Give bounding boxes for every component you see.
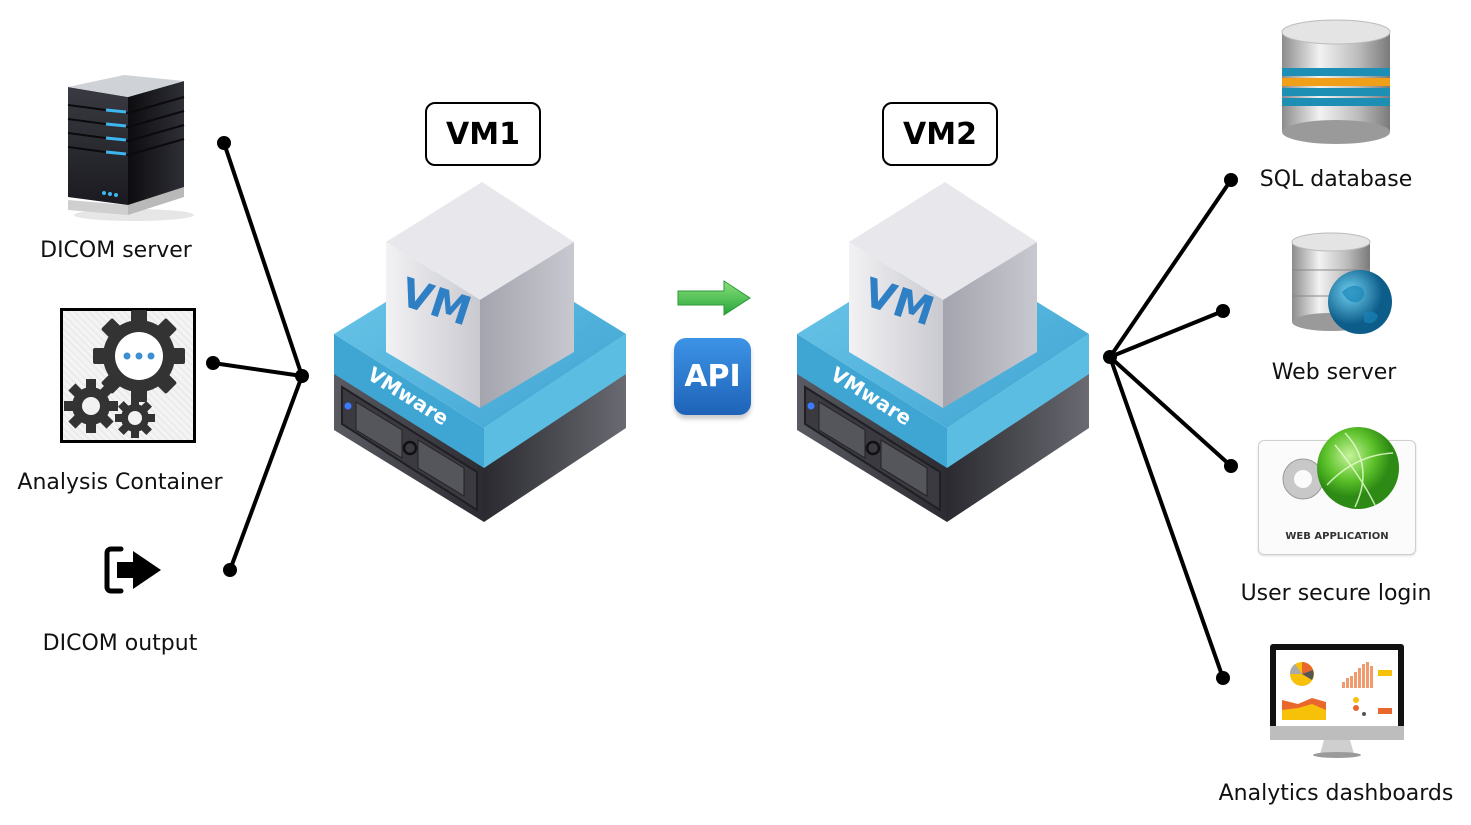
web-application-caption: WEB APPLICATION [1285, 531, 1389, 542]
connector-dicom-output [228, 374, 304, 572]
analysis-container-label: Analysis Container [17, 470, 223, 495]
endpoint-dot [217, 136, 231, 150]
endpoint-dot [1216, 304, 1230, 318]
vm2-title: VM2 [882, 102, 998, 166]
hub-dot-left [295, 369, 309, 383]
endpoint-dot [1224, 173, 1238, 187]
monitor-dashboard-icon [1270, 644, 1404, 758]
analytics-dashboards-label: Analytics dashboards [1218, 781, 1454, 806]
connector-web-server [1108, 309, 1225, 359]
dicom-server-label: DICOM server [40, 238, 192, 263]
web-application-icon: WEB APPLICATION [1258, 427, 1416, 555]
database-globe-icon [1291, 232, 1392, 334]
api-badge-icon: API [674, 338, 751, 415]
gears-icon [60, 308, 196, 443]
endpoint-dot [1224, 459, 1238, 473]
database-icon [1281, 19, 1391, 144]
vm1-title: VM1 [425, 102, 541, 166]
endpoint-dot [223, 563, 237, 577]
connector-analysis-container [211, 361, 304, 378]
connector-analytics-dashboards [1108, 355, 1225, 680]
connector-sql-database [1108, 178, 1233, 359]
connector-user-secure-login [1108, 355, 1233, 468]
export-arrow-icon [104, 546, 161, 594]
dicom-output-label: DICOM output [42, 631, 198, 656]
endpoint-dot [1216, 671, 1230, 685]
server-tower-icon [67, 75, 194, 221]
user-secure-login-label: User secure login [1240, 581, 1432, 606]
connector-dicom-server [222, 141, 304, 378]
vmware-server-icon: VMware VM [797, 182, 1089, 522]
sql-database-label: SQL database [1259, 167, 1413, 192]
green-right-arrow-icon [677, 280, 751, 316]
endpoint-dot [206, 356, 220, 370]
web-server-label: Web server [1271, 360, 1397, 385]
hub-dot-right [1103, 350, 1117, 364]
vmware-server-icon: VMware VM [334, 182, 626, 522]
api-label: API [684, 359, 741, 394]
